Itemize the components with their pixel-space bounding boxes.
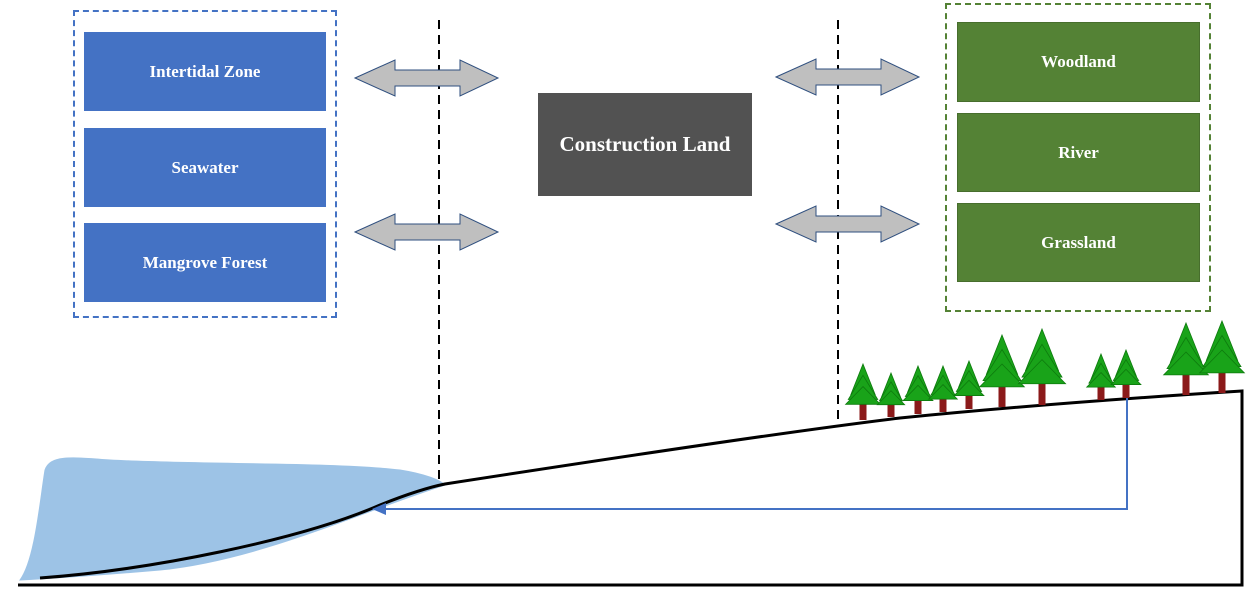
seawater-box: Seawater	[84, 128, 326, 207]
tree-icon	[953, 359, 985, 409]
terrestrial-group-frame	[945, 3, 1211, 312]
river-label: River	[1058, 142, 1099, 162]
river-box: River	[957, 113, 1200, 192]
seawater-label: Seawater	[171, 157, 239, 177]
construction-land-label: Construction Land	[559, 132, 731, 156]
double-arrow-left-top	[353, 59, 500, 97]
river-flow-line	[383, 390, 1128, 510]
marine-group-frame	[73, 10, 337, 318]
intertidal-zone-label: Intertidal Zone	[149, 61, 261, 81]
double-arrow-right-top	[774, 58, 921, 96]
grassland-box: Grassland	[957, 203, 1200, 282]
mangrove-forest-box: Mangrove Forest	[84, 223, 326, 302]
sea-water-shape	[18, 457, 446, 581]
double-arrow-left-bottom	[353, 213, 500, 251]
forest-trees	[844, 319, 1246, 420]
construction-land-box: Construction Land	[538, 93, 752, 196]
tree-icon	[1110, 348, 1142, 398]
double-arrow-right-bottom	[774, 205, 921, 243]
tree-icon	[927, 364, 959, 412]
woodland-label: Woodland	[1041, 52, 1116, 71]
tree-icon	[844, 362, 882, 420]
mangrove-forest-label: Mangrove Forest	[142, 252, 268, 272]
intertidal-zone-box: Intertidal Zone	[84, 32, 326, 111]
tree-icon	[1017, 327, 1067, 405]
tree-icon	[902, 364, 934, 414]
tree-icon	[1198, 319, 1246, 393]
tree-icon	[978, 333, 1026, 407]
tree-icon	[876, 371, 906, 417]
river-flow-arrowhead	[372, 503, 386, 515]
tree-icon	[1162, 321, 1210, 395]
tree-icon	[1085, 352, 1117, 400]
terrain-outline	[18, 389, 1244, 587]
woodland-box: Woodland	[957, 22, 1200, 102]
grassland-label: Grassland	[1041, 232, 1116, 252]
